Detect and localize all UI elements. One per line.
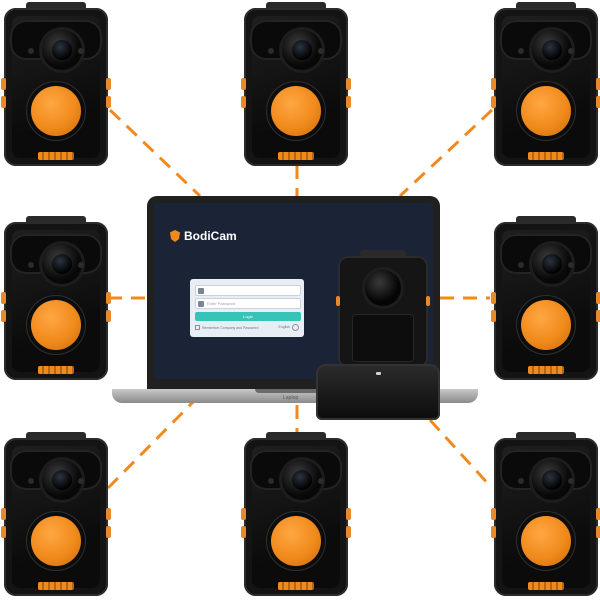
- camera-lens-icon: [282, 30, 322, 70]
- connector-bottom-left: [106, 398, 197, 490]
- connector-top-left: [108, 108, 202, 198]
- dock-status-led: [376, 372, 381, 375]
- camera-lens-icon: [532, 460, 572, 500]
- body-camera-bottom-left: [1, 432, 111, 596]
- password-field[interactable]: Enter Password: [195, 298, 301, 309]
- app-logo: BodiCam: [170, 229, 237, 243]
- camera-lens-icon: [42, 460, 82, 500]
- body-camera-bottom: [241, 432, 351, 596]
- remember-label: Remember Company and Password: [202, 325, 259, 330]
- record-button: [31, 516, 81, 566]
- body-camera-top: [241, 2, 351, 166]
- body-camera-top-left: [1, 2, 111, 166]
- laptop-brand: Laptop: [283, 395, 299, 401]
- record-button: [31, 300, 81, 350]
- body-camera-left: [1, 216, 111, 380]
- camera-lens-icon: [42, 30, 82, 70]
- lock-icon: [198, 300, 204, 307]
- remember-checkbox[interactable]: Remember Company and Password: [195, 325, 258, 330]
- record-button: [521, 86, 571, 136]
- globe-icon: [292, 324, 299, 331]
- login-form: Enter Password Login Remember Company an…: [190, 279, 304, 337]
- docking-station: [316, 364, 440, 420]
- docked-body-camera: [336, 250, 430, 368]
- connector-top-right: [398, 108, 494, 198]
- record-button: [271, 86, 321, 136]
- shield-logo-icon: [170, 230, 180, 242]
- body-camera-top-right: [491, 2, 600, 166]
- body-camera-right: [491, 216, 600, 380]
- laptop-notch: [255, 389, 335, 393]
- record-button: [521, 516, 571, 566]
- body-camera-bottom-right: [491, 432, 600, 596]
- login-button[interactable]: Login: [195, 312, 301, 321]
- record-button: [271, 516, 321, 566]
- camera-lens-icon: [42, 244, 82, 284]
- user-icon: [198, 287, 204, 294]
- record-button: [521, 300, 571, 350]
- language-select[interactable]: English: [278, 325, 290, 329]
- checkbox-icon: [195, 325, 200, 330]
- app-name: BodiCam: [184, 229, 237, 243]
- record-button: [31, 86, 81, 136]
- password-placeholder: Enter Password: [207, 301, 236, 306]
- username-field[interactable]: [195, 285, 301, 296]
- camera-lens-icon: [365, 270, 401, 306]
- camera-lens-icon: [532, 244, 572, 284]
- camera-lens-icon: [282, 460, 322, 500]
- camera-lens-icon: [532, 30, 572, 70]
- connector-bottom-right: [428, 418, 494, 490]
